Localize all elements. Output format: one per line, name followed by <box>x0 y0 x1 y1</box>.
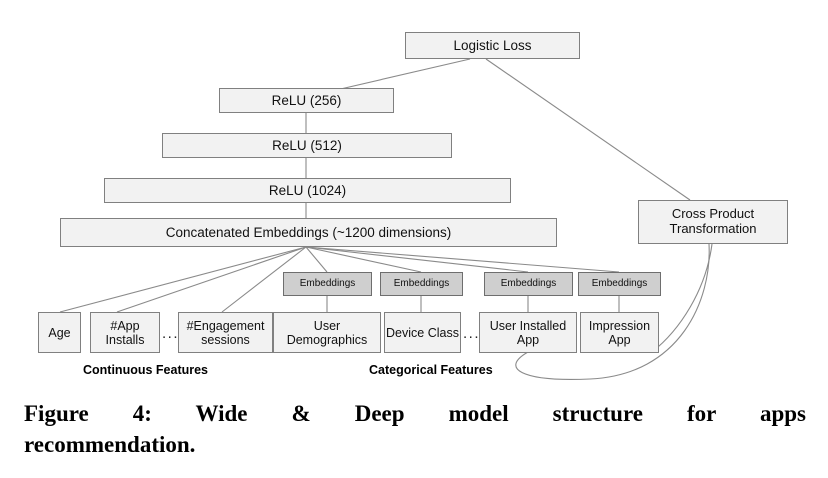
node-embeddings-3-label: Embeddings <box>500 278 557 290</box>
node-feature-user-installed-app-label: User Installed App <box>489 318 567 347</box>
figure-caption-line-1: Figure 4: Wide & Deep model structure fo… <box>24 401 806 426</box>
node-relu-512-label: ReLU (512) <box>272 137 342 153</box>
edge-concat-to-emb4 <box>305 246 620 273</box>
edge-concat-to-emb1 <box>305 246 328 273</box>
figure-caption-line-2: recommendation. <box>24 432 196 458</box>
node-feature-impression-app-label: Impression App <box>588 318 651 347</box>
node-embeddings-1: Embeddings <box>283 272 372 296</box>
node-relu-256-label: ReLU (256) <box>271 92 342 108</box>
node-concatenated-embeddings: Concatenated Embeddings (~1200 dimension… <box>60 218 557 247</box>
node-relu-1024-label: ReLU (1024) <box>268 182 347 198</box>
node-feature-age-label: Age <box>48 325 71 340</box>
node-feature-app-installs-label: #App Installs <box>105 318 145 347</box>
node-logistic-loss: Logistic Loss <box>405 32 580 59</box>
edge-concat-to-age <box>59 246 307 313</box>
ellipsis-continuous-label: ... <box>162 325 180 342</box>
node-feature-device-class-label: Device Class <box>386 325 459 340</box>
node-embeddings-2-label: Embeddings <box>393 278 450 290</box>
node-feature-impression-app: Impression App <box>580 312 659 353</box>
edge-cross-to-impressionapp <box>651 243 713 353</box>
node-feature-device-class: Device Class <box>384 312 461 353</box>
ellipsis-categorical-label: ... <box>463 325 481 342</box>
node-embeddings-1-label: Embeddings <box>299 278 356 290</box>
node-relu-256: ReLU (256) <box>219 88 394 113</box>
edge-concat-to-appinstalls <box>116 246 307 313</box>
node-relu-512: ReLU (512) <box>162 133 452 158</box>
node-logistic-loss-label: Logistic Loss <box>453 37 532 53</box>
node-feature-engagement-sessions-label: #Engagement sessions <box>186 318 265 347</box>
node-feature-engagement-sessions: #Engagement sessions <box>178 312 273 353</box>
ellipsis-continuous: ... <box>162 325 179 342</box>
node-cross-product-transformation: Cross Product Transformation <box>638 200 788 244</box>
group-label-categorical-features-text: Categorical Features <box>369 363 493 377</box>
edge-concat-to-emb3 <box>305 246 529 273</box>
node-feature-user-demographics-label: User Demographics <box>286 318 368 347</box>
node-relu-1024: ReLU (1024) <box>104 178 511 203</box>
node-concatenated-embeddings-label: Concatenated Embeddings (~1200 dimension… <box>165 224 452 240</box>
node-feature-app-installs: #App Installs <box>90 312 160 353</box>
node-feature-user-demographics: User Demographics <box>273 312 381 353</box>
node-embeddings-4-label: Embeddings <box>591 278 648 290</box>
group-label-categorical-features: Categorical Features <box>369 363 493 377</box>
group-label-continuous-features: Continuous Features <box>83 363 208 377</box>
ellipsis-categorical: ... <box>463 325 480 342</box>
node-cross-product-transformation-label: Cross Product Transformation <box>669 206 757 236</box>
figure-caption: Figure 4: Wide & Deep model structure fo… <box>24 398 806 460</box>
edge-concat-to-emb2 <box>305 246 422 273</box>
edge-cross-to-loss <box>485 58 691 201</box>
node-feature-age: Age <box>38 312 81 353</box>
node-feature-user-installed-app: User Installed App <box>479 312 577 353</box>
node-embeddings-2: Embeddings <box>380 272 463 296</box>
group-label-continuous-features-text: Continuous Features <box>83 363 209 377</box>
node-embeddings-3: Embeddings <box>484 272 573 296</box>
node-embeddings-4: Embeddings <box>578 272 661 296</box>
